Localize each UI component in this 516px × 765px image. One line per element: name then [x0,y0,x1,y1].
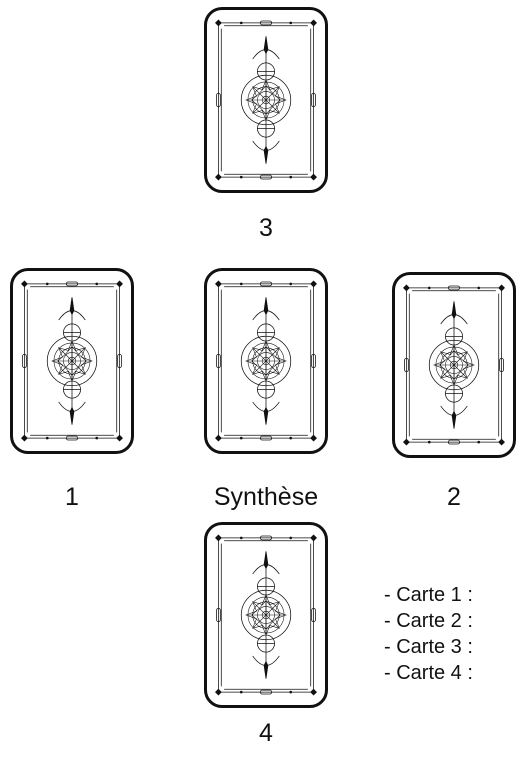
card-synthese[interactable] [204,268,328,454]
card-2[interactable] [392,272,516,458]
card-3[interactable] [204,7,328,193]
legend-item-3: - Carte 3 : [384,636,473,658]
card-2-label: 2 [447,483,461,511]
card-back-design [215,280,317,442]
card-4-label: 4 [259,719,273,747]
card-back-design [21,280,123,442]
legend-item-4: - Carte 4 : [384,662,473,684]
card-3-label: 3 [259,214,273,242]
card-back-design [215,19,317,181]
card-1-label: 1 [65,483,79,511]
card-4[interactable] [204,522,328,708]
card-1[interactable] [10,268,134,454]
legend-item-1: - Carte 1 : [384,584,473,606]
card-back-design [403,284,505,446]
card-legend: - Carte 1 : - Carte 2 : - Carte 3 : - Ca… [384,582,473,686]
legend-item-2: - Carte 2 : [384,610,473,632]
card-back-design [215,534,317,696]
card-synthese-label: Synthèse [213,483,319,511]
